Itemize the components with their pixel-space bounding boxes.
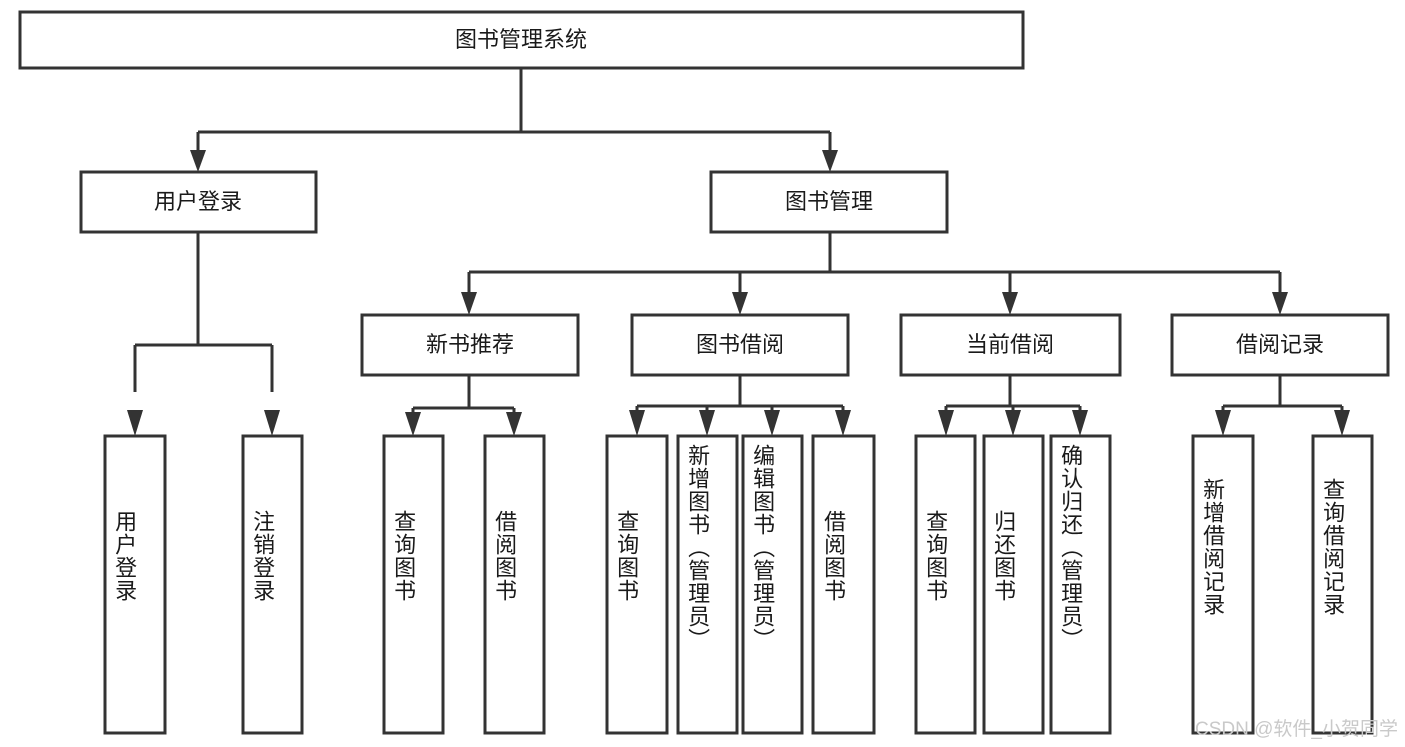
- leaf-box-query-book-3[interactable]: [914, 434, 977, 735]
- arrow-head-new-book: [461, 292, 477, 315]
- arrow-head-book-mgmt: [822, 150, 838, 172]
- leaf-box-borrow-book-1[interactable]: [483, 434, 546, 735]
- watermark-label: CSDN @软件_小贺同学: [1195, 718, 1398, 740]
- arrow-head-leaf-return-book: [1005, 410, 1021, 436]
- arrow-head-leaf-query-book-3: [938, 410, 954, 436]
- node-book-management-box[interactable]: [709, 170, 949, 234]
- node-borrow-record-label: 借阅记录: [1236, 332, 1324, 357]
- arrow-head-user-login: [190, 150, 206, 172]
- leaf-box-query-record[interactable]: [1311, 434, 1374, 735]
- arrow-head-borrow-record: [1272, 292, 1288, 315]
- arrow-head-leaf-query-record: [1334, 410, 1350, 436]
- arrow-head-leaf-edit-book: [764, 410, 780, 436]
- node-current-borrow-box[interactable]: [899, 313, 1122, 377]
- arrow-head-leaf-borrow-book-2: [835, 410, 851, 436]
- leaf-box-add-record[interactable]: [1191, 434, 1255, 735]
- node-current-borrow-label: 当前借阅: [966, 332, 1054, 357]
- node-user-login-label: 用户登录: [154, 189, 242, 214]
- leaf-box-user-login[interactable]: [103, 434, 167, 735]
- node-root-box[interactable]: [18, 10, 1025, 70]
- arrow-head-current-borrow: [1002, 292, 1018, 315]
- leaf-box-return-book[interactable]: [982, 434, 1045, 735]
- leaf-box-query-book-1[interactable]: [382, 434, 445, 735]
- arrow-head-leaf-confirm-return: [1072, 410, 1088, 436]
- arrow-head-leaf-user-login: [127, 410, 143, 436]
- node-book-borrow-box[interactable]: [630, 313, 850, 377]
- arrow-head-leaf-logout: [264, 410, 280, 436]
- node-borrow-record-box[interactable]: [1170, 313, 1390, 377]
- arrow-head-leaf-borrow-book-1: [506, 412, 522, 436]
- node-book-borrow-label: 图书借阅: [696, 332, 784, 357]
- leaf-box-query-book-2[interactable]: [605, 434, 669, 735]
- leaf-box-logout[interactable]: [241, 434, 304, 735]
- arrow-head-leaf-add-book: [699, 410, 715, 436]
- node-new-book-recommend-label: 新书推荐: [426, 332, 514, 357]
- node-user-login-box[interactable]: [79, 170, 318, 234]
- arrow-head-leaf-query-book-1: [405, 412, 421, 436]
- leaf-box-confirm-return[interactable]: [1049, 434, 1112, 735]
- arrow-head-leaf-add-record: [1215, 410, 1231, 436]
- arrow-head-leaf-query-book-2: [629, 410, 645, 436]
- node-book-management-label: 图书管理: [785, 189, 873, 214]
- arrow-head-book-borrow: [732, 292, 748, 315]
- node-new-book-recommend-box[interactable]: [360, 313, 580, 377]
- leaf-box-borrow-book-2[interactable]: [811, 434, 876, 735]
- leaf-box-edit-book[interactable]: [741, 434, 804, 735]
- leaf-box-add-book[interactable]: [676, 434, 739, 735]
- node-root-label: 图书管理系统: [455, 27, 587, 52]
